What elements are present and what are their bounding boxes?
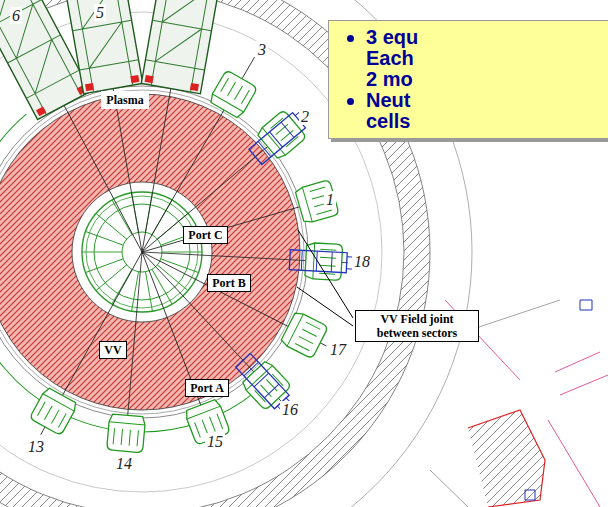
callout-number: 16 <box>280 401 300 418</box>
callout-anchor: 16 <box>280 401 300 419</box>
callout-number: 15 <box>205 433 225 450</box>
label-box: VV Field joint between sectors <box>355 310 479 342</box>
callout-number: 1 <box>324 191 336 208</box>
label-box: Port A <box>185 379 229 397</box>
label-box: Port C <box>183 226 228 244</box>
upper-port <box>52 0 142 94</box>
upper-port <box>141 0 231 94</box>
port-axis <box>142 252 210 429</box>
vessel-shell <box>0 90 304 414</box>
callout-anchor: 14 <box>114 455 134 473</box>
callout-number: 3 <box>256 41 268 58</box>
callout-anchor: 5 <box>94 4 106 22</box>
machine-plan <box>0 0 472 507</box>
note-text: 3 equ Each 2 mo <box>366 27 424 90</box>
port-plug <box>305 243 343 281</box>
bullet-dot <box>347 35 354 42</box>
label-box: VV <box>99 341 127 359</box>
bullet-row: 3 equ Each 2 mo <box>347 27 608 90</box>
callout-number: 14 <box>114 455 134 472</box>
note-box: 3 equ Each 2 moNeut cells <box>328 20 608 139</box>
note-text: Neut cells <box>366 90 424 132</box>
callout-number: 2 <box>299 108 311 125</box>
callout-anchor: 15 <box>205 433 225 451</box>
port-duct <box>249 107 312 165</box>
callout-number: 6 <box>10 7 22 24</box>
plasma-ring <box>0 94 300 410</box>
label-text: Port A <box>190 381 224 395</box>
leader-line <box>298 230 353 318</box>
label-box: Plasma <box>101 91 149 109</box>
label-text: Port C <box>188 228 223 242</box>
leader-lines <box>297 230 353 326</box>
callout-number: 5 <box>94 4 106 21</box>
bullet-dot <box>347 98 354 105</box>
callout-anchor: 13 <box>26 438 46 456</box>
port-axis <box>142 202 318 252</box>
label-box: Port B <box>207 274 251 292</box>
label-text: VV <box>104 343 122 357</box>
port-plug <box>280 310 328 358</box>
callout-anchor: 17 <box>328 341 348 359</box>
callout-anchor: 6 <box>10 7 22 25</box>
callout-number: 18 <box>352 253 372 270</box>
port-plug <box>295 180 340 225</box>
red-outline <box>468 410 545 507</box>
outer-circle <box>0 0 472 507</box>
label-text: VV Field joint between sectors <box>360 312 474 340</box>
callout-anchor: 3 <box>256 41 268 59</box>
port-plug <box>29 387 78 436</box>
vessel-shell <box>0 86 308 418</box>
label-text: Plasma <box>106 93 144 107</box>
callout-anchor: 1 <box>324 191 336 209</box>
callout-anchor: 18 <box>352 253 372 271</box>
port-plug <box>107 414 146 453</box>
port-plug <box>208 70 257 119</box>
callout-anchor: 2 <box>299 108 311 126</box>
callout-number: 13 <box>26 438 46 455</box>
leader-line <box>297 287 353 326</box>
label-text: Port B <box>212 276 246 290</box>
blue-part <box>525 300 592 500</box>
bullet-row: Neut cells <box>347 90 608 132</box>
callout-number: 17 <box>328 341 348 358</box>
